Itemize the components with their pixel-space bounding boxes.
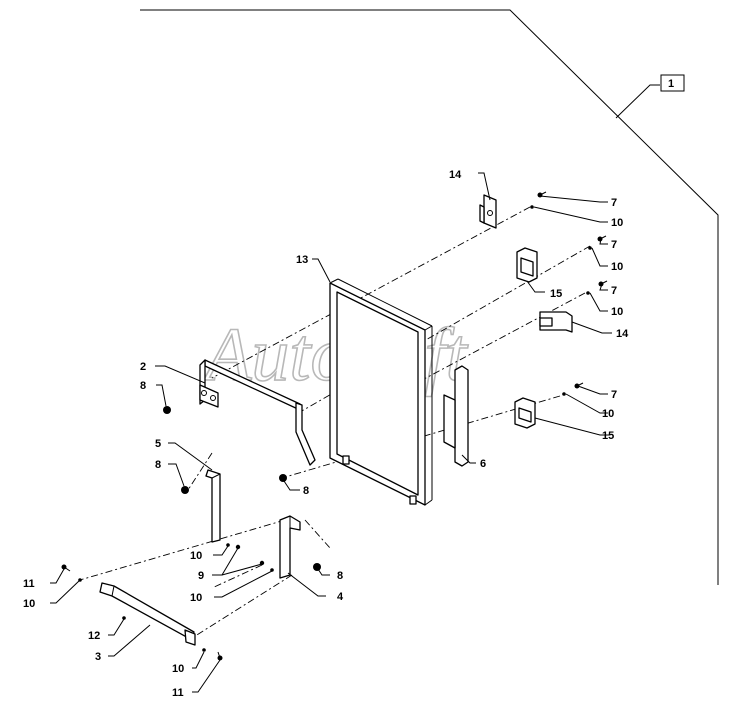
callout-label: 10 <box>611 306 623 318</box>
callout-label: 5 <box>155 438 161 450</box>
cooler-core <box>329 278 433 506</box>
callout-label: 10 <box>23 598 35 610</box>
alignment-lines <box>79 206 591 639</box>
callout-label: 14 <box>449 169 462 181</box>
bolts-and-washers <box>61 191 608 661</box>
clip-upper <box>479 194 497 229</box>
bottom-brace <box>99 582 196 646</box>
callout-label: 1 <box>668 78 674 90</box>
callout-label: 14 <box>616 328 629 340</box>
callout-label: 3 <box>95 651 101 663</box>
callout-label: 7 <box>611 389 617 401</box>
callout-label: 7 <box>611 285 617 297</box>
side-bracket <box>443 365 469 467</box>
assembly-boundary <box>140 9 719 585</box>
clip-lower <box>539 311 573 333</box>
callout-label: 11 <box>172 687 184 699</box>
callout-label: 10 <box>190 550 202 562</box>
callout-label: 4 <box>337 591 344 603</box>
callout-label: 8 <box>303 485 309 497</box>
retainer-upper <box>516 247 538 283</box>
callout-label: 6 <box>480 458 486 470</box>
callout-labels: 1 14 7 10 7 10 13 15 7 10 14 2 8 7 10 15… <box>23 78 674 699</box>
retainer-lower <box>514 397 536 429</box>
callout-label: 8 <box>140 380 146 392</box>
leader-lines <box>50 84 660 693</box>
callout-label: 15 <box>602 430 614 442</box>
callout-label: 10 <box>190 592 202 604</box>
callout-label: 13 <box>296 254 308 266</box>
callout-label: 10 <box>611 261 623 273</box>
callout-label: 2 <box>140 361 146 373</box>
callout-label: 11 <box>23 578 35 590</box>
callout-label: 10 <box>602 408 614 420</box>
callout-box <box>660 74 685 92</box>
callout-label: 10 <box>172 663 184 675</box>
vertical-strap <box>205 469 221 543</box>
callout-label: 8 <box>337 570 343 582</box>
right-support-bracket <box>279 515 301 579</box>
callout-label: 10 <box>611 217 623 229</box>
callout-label: 8 <box>155 459 161 471</box>
callout-label: 15 <box>550 288 562 300</box>
callout-label: 7 <box>611 239 617 251</box>
callout-label: 12 <box>88 630 100 642</box>
callout-label: 9 <box>198 570 204 582</box>
callout-label: 7 <box>611 197 617 209</box>
